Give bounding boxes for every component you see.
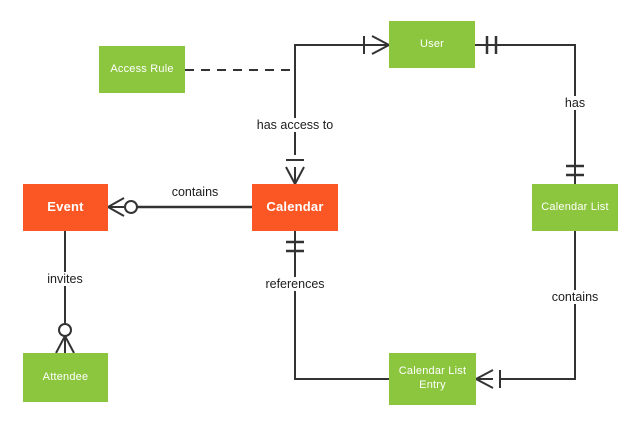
relationship-invites-text: invites [47,272,83,286]
marker-cle-one-or-many-icon [475,369,501,389]
entity-user[interactable]: User [389,21,475,68]
entity-access-rule-label: Access Rule [110,62,174,75]
relationship-contains-list-text: contains [551,290,599,304]
entity-access-rule[interactable]: Access Rule [99,46,185,93]
marker-event-zero-or-many-icon [107,197,138,217]
relationship-label-has: has [561,96,589,110]
entity-calendar-list-label: Calendar List [541,200,609,213]
relationship-references-text: references [265,277,325,291]
marker-user-exactly-one-icon [485,36,498,54]
marker-calendar-exactly-one-icon [286,240,304,253]
entity-user-label: User [419,37,445,50]
relationship-has-access-to-text: has access to [256,118,334,132]
marker-calendar-list-exactly-one-icon [566,164,584,177]
marker-attendee-zero-or-many-icon [55,323,75,354]
entity-attendee[interactable]: Attendee [23,353,108,402]
marker-calendar-one-or-many-icon [285,159,305,185]
entity-calendar-list-entry[interactable]: Calendar List Entry [389,353,476,405]
connector-user-has-access-to [294,44,389,155]
relationship-has-text: has [564,96,586,110]
entity-event-label: Event [47,199,84,215]
relationship-label-contains-event-calendar: contains [168,185,222,199]
entity-attendee-label: Attendee [42,370,89,383]
relationship-label-contains-list-entry: contains [548,290,602,304]
connector-user-has-calendar-list [475,44,576,184]
entity-calendar[interactable]: Calendar [252,184,338,231]
relationship-label-has-access-to: has access to [253,118,337,132]
entity-calendar-list-entry-label: Calendar List Entry [398,365,467,391]
entity-calendar-label: Calendar [266,199,324,215]
connector-calendar-list-contains-entry [500,231,576,380]
relationship-contains-text: contains [171,185,219,199]
entity-calendar-list[interactable]: Calendar List [532,184,618,231]
connector-calendar-references-entry [294,231,389,380]
marker-user-one-or-many-icon [363,35,390,55]
relationship-label-invites: invites [44,272,86,286]
relationship-label-references: references [262,277,328,291]
entity-event[interactable]: Event [23,184,108,231]
